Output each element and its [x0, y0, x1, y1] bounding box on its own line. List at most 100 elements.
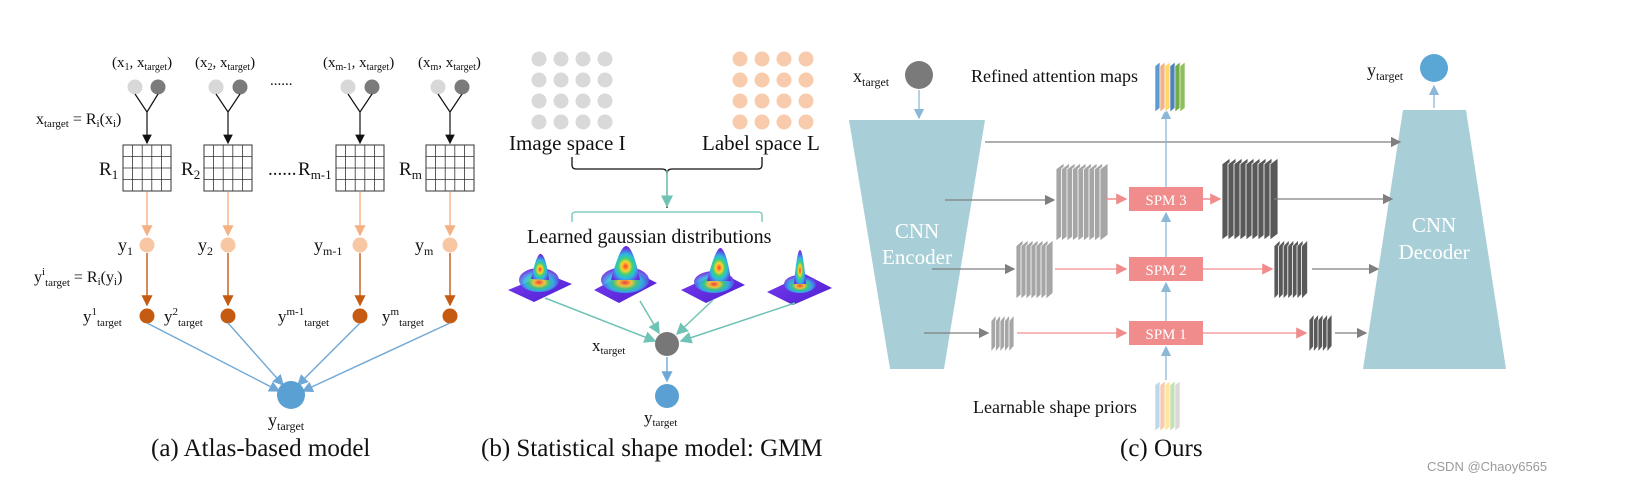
space-dot: [732, 93, 748, 109]
feature-map: [1301, 239, 1308, 300]
pair-label-m-1: (xm-1, xtarget): [323, 55, 394, 73]
spm-1: [1129, 321, 1203, 345]
space-dot: [553, 51, 569, 67]
space-dot: [798, 93, 814, 109]
image-space-label: Image space I: [509, 131, 626, 155]
svg-text:(x1, xtarget): (x1, xtarget): [112, 55, 172, 73]
decoder-label-1: CNN: [1412, 213, 1456, 237]
space-dot: [597, 51, 613, 67]
pair-ellipsis: ......: [270, 73, 293, 89]
space-dot: [531, 51, 547, 67]
space-dot: [754, 114, 770, 130]
space-dot: [597, 72, 613, 88]
cnn-encoder: [849, 120, 985, 369]
refined-attention-maps-stack: [1154, 61, 1186, 113]
feature-stack-dec-1: [1308, 312, 1333, 354]
attention-map: [1174, 61, 1181, 113]
encoder-label-2: Encoder: [882, 245, 952, 269]
encoder-label-1: CNN: [895, 219, 939, 243]
feature-stack-enc-1: [990, 313, 1015, 354]
panel-c: CNN Encoder CNN Decoder xtarget ytarget …: [849, 54, 1506, 462]
atlas-label-m: Rm: [399, 159, 422, 182]
pair-label-2: (x2, xtarget): [195, 55, 255, 73]
feature-map: [1326, 312, 1333, 354]
ours-output-label: ytarget: [1367, 60, 1404, 83]
atlas-grid-1: [122, 144, 172, 192]
label-y2: y2: [198, 235, 213, 258]
panel-a: (x1, xtarget) (x2, xtarget) ...... (xm-1…: [34, 55, 481, 462]
attention-map: [1169, 61, 1176, 113]
space-dot: [754, 51, 770, 67]
registration-equation: xtarget = Ri(xi): [36, 111, 121, 130]
feature-stack-dec-2: [1273, 239, 1308, 300]
gaussian-brace: [571, 211, 763, 222]
label-equation: yitarget = Ri(yi): [34, 266, 122, 289]
attention-map: [1159, 380, 1166, 432]
warped-label-2: y2target: [164, 306, 203, 329]
pair-label-m: (xm, xtarget): [418, 55, 481, 73]
fused-output-node: [277, 381, 305, 409]
space-dot: [754, 93, 770, 109]
space-dot: [553, 72, 569, 88]
panel-b: Image space I Label space L Learned gaus…: [481, 51, 832, 462]
spm-1-label: SPM 1: [1145, 327, 1186, 343]
feature-stack-dec-3: [1221, 157, 1279, 241]
space-dot: [531, 93, 547, 109]
space-dot: [798, 51, 814, 67]
atlas-label-m-1: Rm-1: [298, 159, 332, 182]
gaussian-surface-1: [508, 253, 572, 302]
atlas-column-2: [208, 79, 248, 324]
gmm-output-node: [655, 384, 679, 408]
space-dot: [732, 51, 748, 67]
caption-a: (a) Atlas-based model: [151, 435, 370, 462]
space-dot: [575, 93, 591, 109]
feature-map: [1008, 313, 1015, 354]
space-dot: [575, 72, 591, 88]
ours-output-node: [1420, 54, 1448, 82]
atlas-column-1: [127, 79, 166, 324]
space-dot: [531, 114, 547, 130]
atlas-ellipsis: ......: [268, 159, 297, 180]
svg-text:(x2, xtarget): (x2, xtarget): [195, 55, 255, 73]
label-space-dots: [732, 51, 814, 130]
space-dot: [553, 114, 569, 130]
image-space-dots: [531, 51, 613, 130]
decoder-label-2: Decoder: [1398, 240, 1469, 264]
space-dot: [531, 72, 547, 88]
space-dot: [798, 114, 814, 130]
attention-map: [1164, 61, 1171, 113]
gmm-input-node: [655, 332, 679, 356]
ours-input-label: xtarget: [853, 66, 890, 89]
warped-label-m-1: ym-1target: [278, 306, 329, 329]
shape-priors-label: Learnable shape priors: [973, 397, 1137, 417]
output-label-a: ytarget: [268, 410, 305, 433]
space-dot: [575, 114, 591, 130]
spm-2: [1129, 257, 1203, 281]
spm-3-label: SPM 3: [1145, 193, 1186, 209]
ours-input-node: [905, 61, 933, 89]
feature-map: [1045, 239, 1054, 300]
gaussian-surface-4: [767, 250, 832, 305]
warped-label-1: y1target: [83, 306, 122, 329]
space-dot: [776, 72, 792, 88]
atlas-grid-2: [203, 144, 253, 192]
atlas-label-2: R2: [181, 159, 200, 182]
feature-stack-enc-2: [1015, 239, 1054, 300]
atlas-column-m-1: [340, 79, 380, 324]
refined-maps-label: Refined attention maps: [971, 66, 1138, 86]
label-y1: y1: [118, 235, 133, 258]
gaussians-title: Learned gaussian distributions: [527, 226, 772, 248]
attention-map: [1174, 380, 1181, 432]
warped-label-m: ymtarget: [382, 306, 424, 329]
label-ym: ym: [415, 235, 434, 258]
atlas-grid-m-1: [335, 144, 385, 192]
svg-text:(xm, xtarget): (xm, xtarget): [418, 55, 481, 73]
space-dot: [575, 51, 591, 67]
atlas-label-1: R1: [99, 159, 118, 182]
space-dot: [776, 114, 792, 130]
gaussian-surface-3: [681, 247, 745, 303]
gmm-input-label: xtarget: [592, 336, 625, 357]
space-dot: [553, 93, 569, 109]
caption-c: (c) Ours: [1120, 435, 1203, 462]
feature-stack-enc-3: [1055, 162, 1109, 242]
